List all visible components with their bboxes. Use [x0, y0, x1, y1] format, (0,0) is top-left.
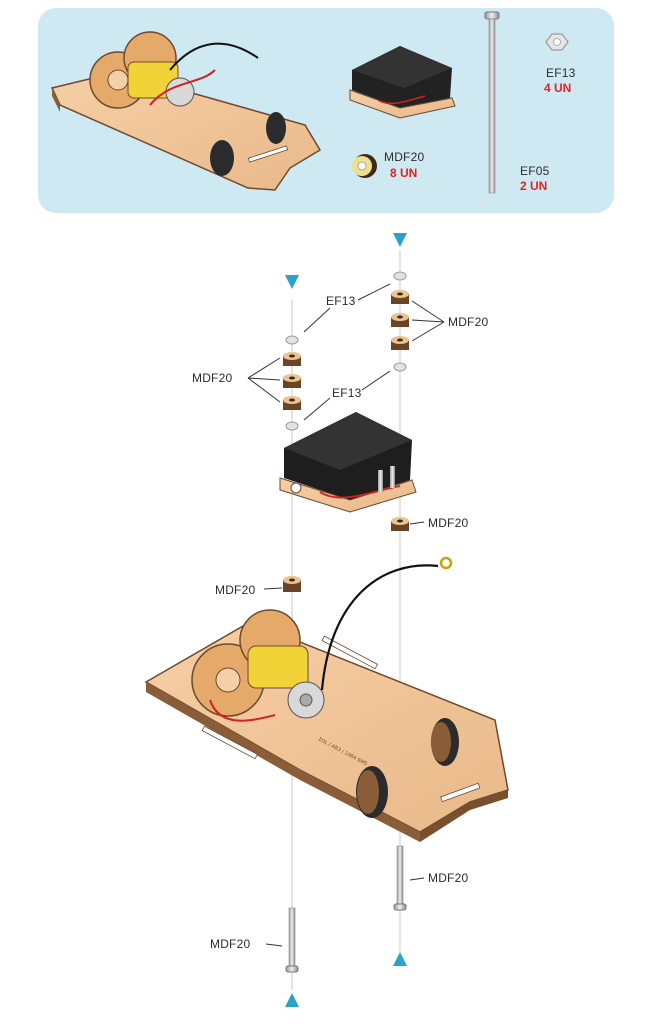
panel-mdf20-qty: 8 UN: [390, 166, 418, 180]
motor: [247, 645, 309, 689]
callout-mdf20-under-battery: MDF20: [428, 516, 469, 530]
callout-mdf20-left-screw: MDF20: [210, 937, 251, 951]
leader-lines: [247, 283, 445, 947]
callout-ef13-top: EF13: [326, 294, 356, 308]
callout-mdf20-left-stack: MDF20: [192, 371, 233, 385]
ef05-screw: [393, 845, 407, 911]
callout-mdf20-right-screw: MDF20: [428, 871, 469, 885]
mdf20-spacer: [283, 374, 301, 388]
callout-ef13-mid: EF13: [332, 386, 362, 400]
mdf20-spacer: [391, 290, 409, 304]
callout-mdf20-left-single: MDF20: [215, 583, 256, 597]
left-stack-parts: [283, 335, 301, 431]
mdf20-spacer: [283, 576, 301, 592]
panel-ef13-nut-icon: [545, 33, 569, 51]
panel-mdf20-label: MDF20: [384, 150, 425, 164]
ef05-screw: [285, 907, 299, 973]
direction-arrow-icon: [393, 952, 407, 966]
panel-ef13-qty: 4 UN: [544, 81, 572, 95]
panel-mdf20-spacer-icon: [352, 154, 377, 178]
mdf20-spacer: [391, 313, 409, 327]
mdf20-spacer: [283, 352, 301, 366]
main-chassis: ΣOL / AB3 / 1984 SMS: [144, 556, 509, 842]
mdf20-spacer: [391, 517, 409, 531]
callout-mdf20-right-stack: MDF20: [448, 315, 489, 329]
mdf20-spacer: [391, 336, 409, 350]
mdf20-spacer: [283, 396, 301, 410]
panel-battery-holder-thumbnail: [349, 46, 456, 119]
direction-arrow-icon: [285, 993, 299, 1007]
direction-arrow-icon: [285, 275, 299, 289]
panel-ef05-qty: 2 UN: [520, 179, 548, 193]
right-stack-parts: [391, 271, 409, 372]
panel-chassis-thumbnail: [50, 31, 322, 191]
direction-arrow-icon: [393, 233, 407, 247]
panel-ef05-label: EF05: [520, 164, 550, 178]
battery-holder: [279, 412, 417, 513]
panel-ef05-screw-icon: [484, 11, 500, 194]
panel-ef13-label: EF13: [546, 66, 576, 80]
